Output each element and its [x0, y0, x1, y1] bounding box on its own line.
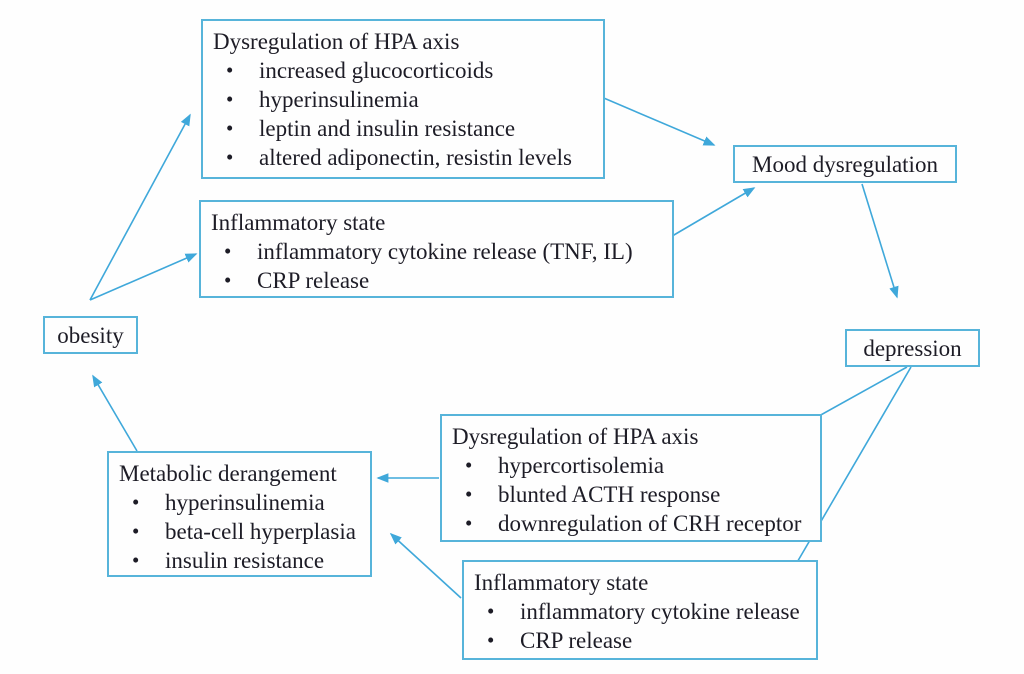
bullet-item: • downregulation of CRH receptor	[452, 509, 810, 538]
node-inflammatory-state-depression: Inflammatory state • inflammatory cytoki…	[462, 560, 818, 660]
bullet-item: • altered adiponectin, resistin levels	[213, 143, 593, 172]
arrow-metabolic-to-obesity	[92, 374, 138, 452]
bullet-item: • hyperinsulinemia	[213, 85, 593, 114]
bullet-text: downregulation of CRH receptor	[498, 511, 802, 536]
bullet-icon: •	[132, 490, 140, 514]
arrow-inflammatory-bottom-to-metabolic	[389, 532, 462, 599]
bullet-icon: •	[487, 599, 495, 623]
node-title: Dysregulation of HPA axis	[213, 29, 460, 54]
bullet-icon: •	[465, 453, 473, 477]
node-title: Inflammatory state	[474, 570, 649, 595]
bullet-text: inflammatory cytokine release	[520, 599, 800, 624]
node-hpa-axis-obesity: Dysregulation of HPA axis • increased gl…	[201, 19, 605, 179]
node-depression: depression	[845, 329, 980, 367]
arrow-obesity-to-hpa-top	[89, 113, 191, 301]
bullet-icon: •	[226, 58, 234, 82]
bullet-icon: •	[132, 548, 140, 572]
bullet-icon: •	[224, 268, 232, 292]
bullet-text: hyperinsulinemia	[165, 490, 325, 515]
bullet-text: CRP release	[520, 628, 633, 653]
node-title: Metabolic derangement	[119, 461, 337, 486]
node-title: obesity	[57, 322, 124, 348]
node-obesity: obesity	[43, 316, 138, 354]
node-metabolic-derangement: Metabolic derangement • hyperinsulinemia…	[107, 451, 372, 577]
bullet-icon: •	[226, 116, 234, 140]
bullet-text: altered adiponectin, resistin levels	[259, 145, 572, 170]
bullet-item: • beta-cell hyperplasia	[119, 517, 360, 546]
bullet-item: • inflammatory cytokine release (TNF, IL…	[211, 237, 662, 266]
node-title: Inflammatory state	[211, 210, 386, 235]
bullet-text: inflammatory cytokine release (TNF, IL)	[257, 239, 633, 264]
arrow-inflammatory-top-to-mood	[661, 187, 756, 243]
bullet-text: CRP release	[257, 268, 370, 293]
bullet-icon: •	[224, 239, 232, 263]
arrow-obesity-to-inflammatory-top	[89, 253, 198, 301]
bullet-icon: •	[465, 511, 473, 535]
bullet-text: increased glucocorticoids	[259, 58, 494, 83]
node-title: depression	[863, 335, 962, 361]
bullet-text: blunted ACTH response	[498, 482, 721, 507]
bullet-text: leptin and insulin resistance	[259, 116, 516, 141]
node-hpa-axis-depression: Dysregulation of HPA axis • hypercortiso…	[440, 414, 822, 542]
arrow-mood-to-depression	[861, 183, 899, 299]
bullet-text: hyperinsulinemia	[259, 87, 419, 112]
bullet-item: • CRP release	[474, 626, 806, 655]
bullet-icon: •	[132, 519, 140, 543]
node-title: Mood dysregulation	[752, 151, 938, 177]
bullet-icon: •	[226, 145, 234, 169]
bullet-icon: •	[226, 87, 234, 111]
bullet-icon: •	[487, 628, 495, 652]
bullet-text: insulin resistance	[165, 548, 325, 573]
bullet-icon: •	[465, 482, 473, 506]
bullet-item: • blunted ACTH response	[452, 480, 810, 509]
bullet-item: • CRP release	[211, 266, 662, 295]
bullet-text: beta-cell hyperplasia	[165, 519, 356, 544]
bullet-item: • inflammatory cytokine release	[474, 597, 806, 626]
bullet-item: • insulin resistance	[119, 546, 360, 575]
bullet-item: • increased glucocorticoids	[213, 56, 593, 85]
node-inflammatory-state-obesity: Inflammatory state • inflammatory cytoki…	[199, 200, 674, 298]
node-mood-dysregulation: Mood dysregulation	[733, 145, 957, 183]
bullet-text: hypercortisolemia	[498, 453, 665, 478]
bullet-item: • hyperinsulinemia	[119, 488, 360, 517]
bullet-item: • hypercortisolemia	[452, 451, 810, 480]
bullet-item: • leptin and insulin resistance	[213, 114, 593, 143]
node-title: Dysregulation of HPA axis	[452, 424, 699, 449]
